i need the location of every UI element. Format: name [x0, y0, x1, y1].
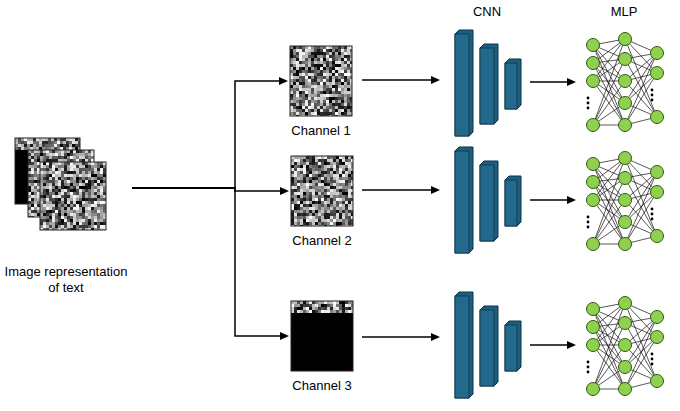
noise-image	[288, 45, 354, 117]
split-arrow	[132, 188, 289, 340]
channel-node: Channel 2	[289, 155, 355, 251]
node-caption: Channel 2	[289, 233, 355, 249]
column-heading: CNN	[457, 4, 517, 20]
cnn-blocks	[455, 30, 521, 398]
channel-node: Channel 3	[289, 300, 355, 396]
mlp-networks	[587, 33, 664, 396]
node-caption: Channel 1	[288, 123, 354, 139]
node-caption: Channel 3	[289, 378, 355, 394]
noise-image	[289, 155, 355, 227]
column-heading: MLP	[594, 4, 654, 20]
input-image-node: Image representation of text	[2, 136, 130, 298]
channel-node: Channel 1	[288, 45, 354, 141]
node-caption: Image representation of text	[2, 264, 130, 296]
noise-image	[2, 136, 130, 232]
split-arrow	[132, 77, 288, 188]
noise-image	[289, 300, 355, 372]
